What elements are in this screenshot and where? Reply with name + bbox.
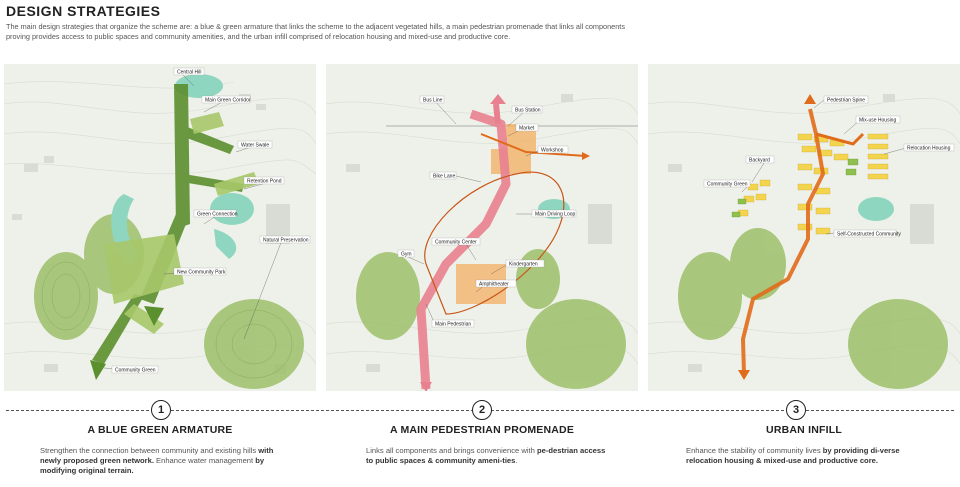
strategy-description-2: Links all components and brings convenie… [366,446,606,465]
label-self-constructed-community: Self-Constructed Community [837,232,901,238]
label-mix-use-housing: Mix-use Housing [859,118,896,124]
strategy-heading-2: A MAIN PEDESTRIAN PROMENADE [389,424,575,436]
label-main-green-corridor: Main Green Corridor [205,98,251,104]
strategy-heading-1: A BLUE GREEN ARMATURE [87,424,233,436]
page-title: DESIGN STRATEGIES [6,3,161,19]
label-main-driving-loop: Main Driving Loop [535,212,576,218]
label-backyard: Backyard [749,158,770,164]
strategy-description-1: Strengthen the connection between commun… [40,446,274,475]
label-retention-pond: Retention Pond [247,179,282,185]
label-natural-preservation: Natural Preservation [263,238,309,244]
label-bus-line: Bus Line [423,98,443,104]
strategy-number-2: 2 [472,400,492,420]
label-workshop: Workshop [541,148,564,154]
label-relocation-housing: Relocation Housing [907,146,951,152]
label-main-pedestrian: Main Pedestrian [435,322,471,328]
label-market: Market [519,126,535,132]
label-new-community-park: New Community Park [177,270,226,276]
strategy-description-3: Enhance the stability of community lives… [686,446,900,465]
strategy-number-1: 1 [151,400,171,420]
label-bike-lane: Bike Lane [433,174,455,180]
label-community-green: Community Green [115,368,156,374]
label-kindergarten: Kindergarten [509,262,538,268]
label-pedestrian-spine: Pedestrian Spine [827,98,865,104]
map-pedestrian-promenade: Bus Line Bus Station Market Workshop Bik… [326,64,638,391]
label-community-green: Community Green [707,182,748,188]
strategy-number-3: 3 [786,400,806,420]
label-bus-station: Bus Station [515,108,541,114]
label-water-swale: Water Swale [241,143,269,149]
label-gym: Gym [401,252,412,258]
intro-text: The main design strategies that organize… [6,22,625,41]
map-blue-green-armature: Central Hill Main Green Corridor Water S… [4,64,316,391]
label-central-hill: Central Hill [177,70,201,76]
label-community-center: Community Center [435,240,477,246]
label-green-connection: Green Connection [197,212,238,218]
map-urban-infill: Pedestrian Spine Mix-use Housing Relocat… [648,64,960,391]
label-amphitheater: Amphitheater [479,282,509,288]
strategy-heading-3: URBAN INFILL [766,424,842,436]
